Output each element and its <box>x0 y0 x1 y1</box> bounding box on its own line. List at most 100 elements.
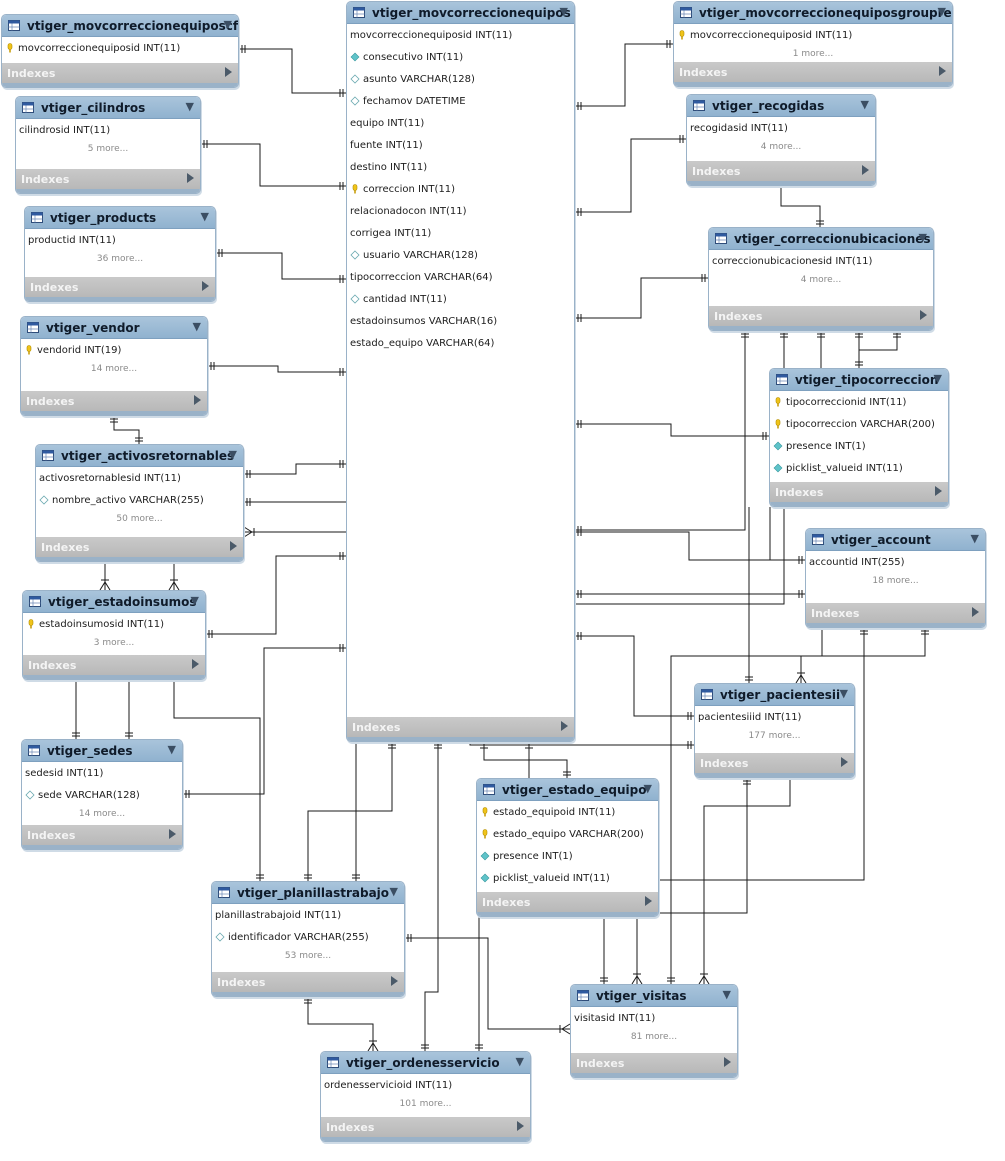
table-cilindros[interactable]: vtiger_cilindros▼cilindrosid INT(11)5 mo… <box>15 96 201 194</box>
column-row[interactable]: activosretornablesid INT(11) <box>36 467 243 489</box>
collapse-arrow-icon[interactable]: ▼ <box>185 100 194 113</box>
collapse-arrow-icon[interactable]: ▼ <box>860 98 869 111</box>
table-sedes[interactable]: vtiger_sedes▼sedesid INT(11)sede VARCHAR… <box>21 739 183 850</box>
table-header[interactable]: vtiger_ordenesservicio▼ <box>321 1052 530 1074</box>
table-estadoinsumos[interactable]: vtiger_estadoinsumos▼estadoinsumosid INT… <box>22 590 206 680</box>
column-row[interactable]: tipocorreccion VARCHAR(64) <box>347 266 574 288</box>
indexes-section[interactable]: Indexes <box>25 277 215 297</box>
column-row[interactable]: tipocorreccionid INT(11) <box>770 391 948 413</box>
collapse-arrow-icon[interactable]: ▼ <box>937 5 946 18</box>
indexes-section[interactable]: Indexes <box>36 537 243 557</box>
indexes-section[interactable]: Indexes <box>16 169 200 189</box>
collapse-arrow-icon[interactable]: ▼ <box>228 448 237 461</box>
column-row[interactable]: presence INT(1) <box>477 845 658 867</box>
more-columns[interactable]: 5 more... <box>87 144 129 154</box>
table-header[interactable]: vtiger_cilindros▼ <box>16 97 200 119</box>
table-header[interactable]: vtiger_correccionubicaciones▼ <box>709 228 933 250</box>
more-columns[interactable]: 50 more... <box>116 514 163 524</box>
column-row[interactable]: estadoinsumosid INT(11) <box>23 613 205 635</box>
table-header[interactable]: vtiger_estado_equipo▼ <box>477 779 658 801</box>
column-row[interactable]: presence INT(1) <box>770 435 948 457</box>
column-row[interactable]: estadoinsumos VARCHAR(16) <box>347 310 574 332</box>
expand-arrow-icon[interactable] <box>202 281 209 291</box>
collapse-arrow-icon[interactable]: ▼ <box>515 1055 524 1068</box>
column-row[interactable]: correccionubicacionesid INT(11) <box>709 250 933 272</box>
expand-arrow-icon[interactable] <box>645 896 652 906</box>
indexes-section[interactable]: Indexes <box>571 1053 737 1073</box>
collapse-arrow-icon[interactable]: ▼ <box>167 743 176 756</box>
table-header[interactable]: vtiger_tipocorreccion▼ <box>770 369 948 391</box>
table-account[interactable]: vtiger_account▼accountid INT(255)18 more… <box>805 528 986 628</box>
column-row[interactable]: fuente INT(11) <box>347 134 574 156</box>
expand-arrow-icon[interactable] <box>972 607 979 617</box>
more-columns[interactable]: 4 more... <box>800 275 842 285</box>
collapse-arrow-icon[interactable]: ▼ <box>223 18 232 31</box>
more-columns[interactable]: 3 more... <box>93 638 135 648</box>
more-columns[interactable]: 81 more... <box>630 1032 678 1042</box>
more-columns[interactable]: 101 more... <box>399 1099 452 1109</box>
table-vendor[interactable]: vtiger_vendor▼vendorid INT(19)14 more...… <box>20 316 208 416</box>
column-row[interactable]: estado_equipo VARCHAR(64) <box>347 332 574 354</box>
table-header[interactable]: vtiger_movcorreccionequiposgrouprel▼ <box>674 2 952 24</box>
column-row[interactable]: picklist_valueid INT(11) <box>477 867 658 889</box>
indexes-section[interactable]: Indexes <box>347 717 574 737</box>
more-columns[interactable]: 36 more... <box>96 254 144 264</box>
collapse-arrow-icon[interactable]: ▼ <box>970 532 979 545</box>
column-row[interactable]: identificador VARCHAR(255) <box>212 926 404 948</box>
indexes-section[interactable]: Indexes <box>806 603 985 623</box>
column-row[interactable]: productid INT(11) <box>25 229 215 251</box>
table-activosretornables[interactable]: vtiger_activosretornables▼activosretorna… <box>35 444 244 562</box>
collapse-arrow-icon[interactable]: ▼ <box>190 594 199 607</box>
column-row[interactable]: fechamov DATETIME <box>347 90 574 112</box>
column-row[interactable]: cantidad INT(11) <box>347 288 574 310</box>
column-row[interactable]: correccion INT(11) <box>347 178 574 200</box>
indexes-section[interactable]: Indexes <box>23 655 205 675</box>
column-row[interactable]: movcorreccionequiposid INT(11) <box>347 24 574 46</box>
table-header[interactable]: vtiger_estadoinsumos▼ <box>23 591 205 613</box>
expand-arrow-icon[interactable] <box>517 1121 524 1131</box>
table-planillastrabajo[interactable]: vtiger_planillastrabajo▼planillastrabajo… <box>211 881 405 997</box>
column-row[interactable]: tipocorreccion VARCHAR(200) <box>770 413 948 435</box>
indexes-section[interactable]: Indexes <box>674 62 952 82</box>
column-row[interactable]: destino INT(11) <box>347 156 574 178</box>
column-row[interactable]: movcorreccionequiposid INT(11) <box>674 24 952 46</box>
collapse-arrow-icon[interactable]: ▼ <box>918 231 927 244</box>
collapse-arrow-icon[interactable]: ▼ <box>722 988 731 1001</box>
column-row[interactable]: asunto VARCHAR(128) <box>347 68 574 90</box>
column-row[interactable]: corrigea INT(11) <box>347 222 574 244</box>
more-columns[interactable]: 14 more... <box>90 364 138 374</box>
expand-arrow-icon[interactable] <box>841 757 848 767</box>
indexes-section[interactable]: Indexes <box>477 892 658 912</box>
more-columns[interactable]: 53 more... <box>284 951 332 961</box>
more-columns[interactable]: 18 more... <box>872 576 919 586</box>
table-header[interactable]: vtiger_pacientesii▼ <box>695 684 854 706</box>
table-visitas[interactable]: vtiger_visitas▼visitasid INT(11)81 more.… <box>570 984 738 1078</box>
column-row[interactable]: sede VARCHAR(128) <box>22 784 182 806</box>
more-columns[interactable]: 4 more... <box>760 142 802 152</box>
expand-arrow-icon[interactable] <box>561 721 568 731</box>
indexes-section[interactable]: Indexes <box>695 753 854 773</box>
collapse-arrow-icon[interactable]: ▼ <box>643 782 652 795</box>
column-row[interactable]: equipo INT(11) <box>347 112 574 134</box>
column-row[interactable]: picklist_valueid INT(11) <box>770 457 948 479</box>
collapse-arrow-icon[interactable]: ▼ <box>559 5 568 18</box>
expand-arrow-icon[interactable] <box>169 829 176 839</box>
more-columns[interactable]: 1 more... <box>792 49 834 59</box>
column-row[interactable]: sedesid INT(11) <box>22 762 182 784</box>
table-movcorreccionequiposcf[interactable]: vtiger_movcorreccionequiposcf▼movcorrecc… <box>1 14 239 88</box>
column-row[interactable]: relacionadocon INT(11) <box>347 200 574 222</box>
table-header[interactable]: vtiger_products▼ <box>25 207 215 229</box>
table-pacientesii[interactable]: vtiger_pacientesii▼pacientesiiid INT(11)… <box>694 683 855 778</box>
column-row[interactable]: visitasid INT(11) <box>571 1007 737 1029</box>
column-row[interactable]: estado_equipoid INT(11) <box>477 801 658 823</box>
indexes-section[interactable]: Indexes <box>212 972 404 992</box>
expand-arrow-icon[interactable] <box>391 976 398 986</box>
column-row[interactable]: nombre_activo VARCHAR(255) <box>36 489 243 511</box>
column-row[interactable]: usuario VARCHAR(128) <box>347 244 574 266</box>
table-movcorreccionequipos[interactable]: vtiger_movcorreccionequipos▼movcorreccio… <box>346 1 575 742</box>
table-header[interactable]: vtiger_movcorreccionequiposcf▼ <box>2 15 238 37</box>
indexes-section[interactable]: Indexes <box>21 391 207 411</box>
indexes-section[interactable]: Indexes <box>687 161 875 181</box>
table-header[interactable]: vtiger_sedes▼ <box>22 740 182 762</box>
collapse-arrow-icon[interactable]: ▼ <box>839 687 848 700</box>
